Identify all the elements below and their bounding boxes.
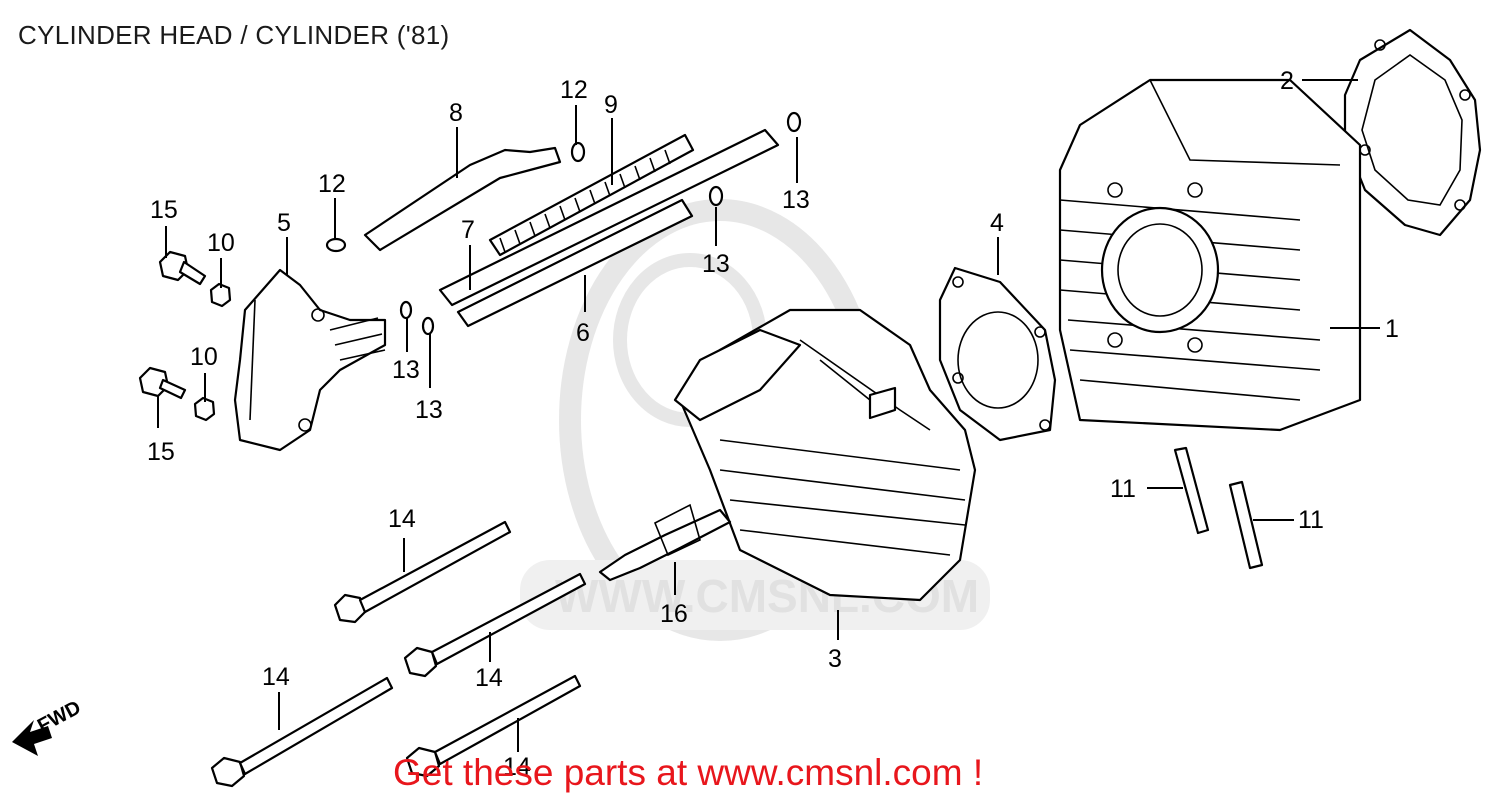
part-bolt-15-lower[interactable] bbox=[138, 366, 187, 400]
part-tube-upper[interactable] bbox=[438, 128, 780, 307]
part-tube-lower[interactable] bbox=[456, 198, 694, 328]
forward-direction-marker: FWD bbox=[12, 697, 85, 756]
forward-label: FWD bbox=[34, 697, 85, 738]
callout-6: 6 bbox=[576, 319, 590, 347]
callout-13-b: 13 bbox=[702, 250, 730, 278]
part-clip-12-upper[interactable] bbox=[570, 141, 586, 163]
callout-8: 8 bbox=[449, 99, 463, 127]
part-cylinder-head-gasket[interactable] bbox=[938, 266, 1057, 442]
part-bolt-14d[interactable] bbox=[405, 674, 582, 778]
callout-13-c: 13 bbox=[392, 356, 420, 384]
callout-10-lower: 10 bbox=[190, 343, 218, 371]
part-clip-13-c[interactable] bbox=[399, 300, 413, 320]
callout-11-left: 11 bbox=[1110, 475, 1136, 503]
promo-link[interactable]: Get these parts at www.cmsnl.com ! bbox=[393, 752, 984, 793]
callout-14-a: 14 bbox=[388, 505, 416, 533]
callout-1: 1 bbox=[1385, 315, 1399, 343]
part-clip-13-d[interactable] bbox=[421, 316, 435, 336]
part-cylinder-head[interactable] bbox=[673, 308, 977, 602]
callout-14-d: 14 bbox=[503, 753, 531, 781]
callout-10-upper: 10 bbox=[207, 229, 235, 257]
part-stud-bolt-left[interactable] bbox=[1173, 446, 1210, 535]
part-breather-hose[interactable] bbox=[363, 146, 562, 252]
callout-12-lower: 12 bbox=[318, 170, 346, 198]
callout-9: 9 bbox=[604, 91, 618, 119]
part-clip-13-b[interactable] bbox=[708, 185, 724, 207]
callout-12-upper: 12 bbox=[560, 76, 588, 104]
callout-3: 3 bbox=[828, 645, 842, 673]
part-bracket[interactable] bbox=[233, 268, 387, 452]
part-spark-plug[interactable] bbox=[598, 503, 732, 582]
part-bolt-15-upper[interactable] bbox=[158, 250, 207, 286]
callout-labels: 1 2 3 4 5 6 7 8 9 10 10 11 11 12 12 13 1… bbox=[147, 67, 1399, 781]
callout-14-b: 14 bbox=[475, 664, 503, 692]
callout-16: 16 bbox=[660, 600, 688, 628]
part-stud-bolt-right[interactable] bbox=[1228, 480, 1264, 570]
callout-4: 4 bbox=[990, 209, 1004, 237]
diagram-title: CYLINDER HEAD / CYLINDER ('81) bbox=[18, 20, 450, 50]
part-bolt-14c[interactable] bbox=[210, 676, 394, 788]
callout-7: 7 bbox=[461, 216, 475, 244]
part-cylinder-base-gasket[interactable] bbox=[1343, 28, 1482, 237]
leader-lines bbox=[157, 79, 1380, 752]
part-nut-lower[interactable] bbox=[193, 396, 216, 422]
part-bolt-14b[interactable] bbox=[403, 572, 587, 678]
part-nut-upper[interactable] bbox=[209, 282, 232, 308]
part-bolt-14a[interactable] bbox=[333, 520, 512, 624]
callout-5: 5 bbox=[277, 209, 291, 237]
part-spring-hose[interactable] bbox=[488, 133, 695, 257]
callout-14-c: 14 bbox=[262, 663, 290, 691]
callout-11-right: 11 bbox=[1298, 506, 1324, 534]
callout-2: 2 bbox=[1280, 67, 1294, 95]
callout-13-d: 13 bbox=[415, 396, 443, 424]
part-cylinder[interactable] bbox=[1058, 78, 1362, 432]
part-clip-12-lower[interactable] bbox=[325, 237, 347, 253]
callout-15-lower: 15 bbox=[147, 438, 175, 466]
callout-15-upper: 15 bbox=[150, 196, 178, 224]
callout-13-a: 13 bbox=[782, 186, 810, 214]
part-clip-13-a[interactable] bbox=[786, 111, 802, 133]
